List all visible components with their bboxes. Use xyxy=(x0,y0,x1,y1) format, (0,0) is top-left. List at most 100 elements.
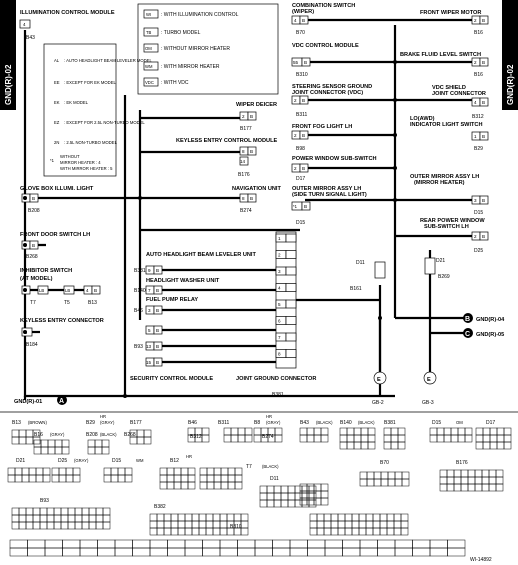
mini-connector-cell xyxy=(220,467,229,476)
mini-connector-cell xyxy=(446,469,455,478)
mini-connector-cell xyxy=(337,527,346,536)
svg-text:(BLACK): (BLACK) xyxy=(100,432,117,437)
mini-connector-cell xyxy=(313,427,322,436)
drawing-id: WI-14892 xyxy=(470,557,492,563)
mini-connector-cell xyxy=(227,467,236,476)
mini-connector-cell xyxy=(35,467,44,476)
mini-connector-cell xyxy=(323,513,332,522)
mini-connector-cell xyxy=(306,497,315,506)
mini-connector-cell xyxy=(482,427,491,436)
svg-text:B: B xyxy=(482,198,485,203)
mini-connector-cell xyxy=(308,499,317,508)
illumination-module-code: B43 xyxy=(26,35,35,41)
bottom-strip-cell xyxy=(219,547,238,557)
mini-connector-cell xyxy=(198,527,207,536)
mini-connector-cell xyxy=(230,434,239,443)
mini-connector-cell xyxy=(198,520,207,529)
mini-connector-cell xyxy=(387,471,396,480)
mini-connector-cell xyxy=(337,513,346,522)
svg-text:: AUTO HEADLIGHT BEAM LEVELER: : AUTO HEADLIGHT BEAM LEVELER MODEL xyxy=(64,58,152,63)
mini-connector-cell xyxy=(294,499,303,508)
mini-connector-cell xyxy=(320,483,329,492)
mini-connector-cell xyxy=(358,527,367,536)
svg-text:2: 2 xyxy=(242,114,245,119)
mini-connector-cell xyxy=(58,474,67,483)
mini-connector-cell xyxy=(294,492,303,501)
mini-connector-cell xyxy=(18,514,27,523)
wiper-deicer-label: WIPER DEICER xyxy=(236,102,277,108)
mini-connector-cell xyxy=(273,485,282,494)
mini-connector-cell xyxy=(21,474,30,483)
svg-text:B140: B140 xyxy=(340,420,352,426)
mini-connector-cell xyxy=(353,441,362,450)
svg-text:2: 2 xyxy=(474,18,477,23)
svg-text:14: 14 xyxy=(240,159,246,164)
mini-connector-cell xyxy=(95,507,104,516)
ground-c-label: GND(R)-05 xyxy=(476,332,504,338)
mini-connector-cell xyxy=(61,446,70,455)
mini-connector-cell xyxy=(206,474,215,483)
mini-connector-cell xyxy=(227,474,236,483)
mini-connector-cell xyxy=(453,483,462,492)
svg-text:B274: B274 xyxy=(240,208,252,214)
svg-text:AL: AL xyxy=(54,58,60,63)
mini-connector-cell xyxy=(488,483,497,492)
svg-text:B: B xyxy=(482,134,485,139)
mini-connector-cell xyxy=(287,492,296,501)
mini-connector-cell xyxy=(244,434,253,443)
svg-text:: WITH VDC: : WITH VDC xyxy=(161,80,189,86)
bottom-strip-cell xyxy=(62,539,81,549)
mini-connector-cell xyxy=(450,427,459,436)
mini-connector-cell xyxy=(457,427,466,436)
mini-connector-cell xyxy=(481,483,490,492)
svg-text:VDC: VDC xyxy=(145,80,154,85)
mini-connector-cell xyxy=(294,485,303,494)
mini-connector-cell xyxy=(446,483,455,492)
mini-connector-cell xyxy=(313,497,322,506)
svg-text:B381: B381 xyxy=(272,392,284,398)
svg-text:B93: B93 xyxy=(134,344,143,350)
mini-connector-cell xyxy=(163,527,172,536)
mini-connector-cell xyxy=(149,520,158,529)
mini-connector-cell xyxy=(65,474,74,483)
mini-connector-cell xyxy=(220,474,229,483)
mini-connector-cell xyxy=(180,467,189,476)
mini-connector-cell xyxy=(87,439,96,448)
mini-connector-cell xyxy=(380,471,389,480)
svg-text:(WIPER): (WIPER) xyxy=(292,9,314,15)
mini-connector-cell xyxy=(460,476,469,485)
mini-connector-cell xyxy=(464,427,473,436)
mini-connector-cell xyxy=(170,513,179,522)
bottom-strip-cell xyxy=(342,547,361,557)
mini-connector-cell xyxy=(259,499,268,508)
mini-connector-cell xyxy=(464,434,473,443)
svg-text:D11: D11 xyxy=(270,476,279,482)
mini-connector-cell xyxy=(28,474,37,483)
mini-connector-cell xyxy=(390,441,399,450)
outer-mirror-rh-label: OUTER MIRROR ASSY LH xyxy=(410,174,479,180)
mini-connector-cell xyxy=(320,427,329,436)
svg-text:B310: B310 xyxy=(230,524,242,530)
mini-connector-cell xyxy=(191,513,200,522)
mini-connector-cell xyxy=(306,483,315,492)
mini-connector-cell xyxy=(450,434,459,443)
bottom-strip-cell xyxy=(324,539,343,549)
svg-text:MIRROR HEATER : 4: MIRROR HEATER : 4 xyxy=(60,160,101,165)
left-ground-bar xyxy=(0,0,16,110)
mini-connector-cell xyxy=(301,485,310,494)
mini-connector-cell xyxy=(54,439,63,448)
svg-text:B: B xyxy=(156,360,159,365)
mini-connector-cell xyxy=(353,434,362,443)
mini-connector-cell xyxy=(230,427,239,436)
mini-connector-cell xyxy=(47,439,56,448)
rear-power-window-label: REAR POWER WINDOW xyxy=(420,218,485,224)
svg-text:2N: 2N xyxy=(54,140,59,145)
mini-connector-cell xyxy=(429,427,438,436)
svg-text:*1: *1 xyxy=(50,158,55,163)
mini-connector-cell xyxy=(94,446,103,455)
mini-connector-cell xyxy=(206,481,215,490)
svg-text:B: B xyxy=(156,328,159,333)
mini-connector-cell xyxy=(344,527,353,536)
mini-connector-cell xyxy=(299,483,308,492)
